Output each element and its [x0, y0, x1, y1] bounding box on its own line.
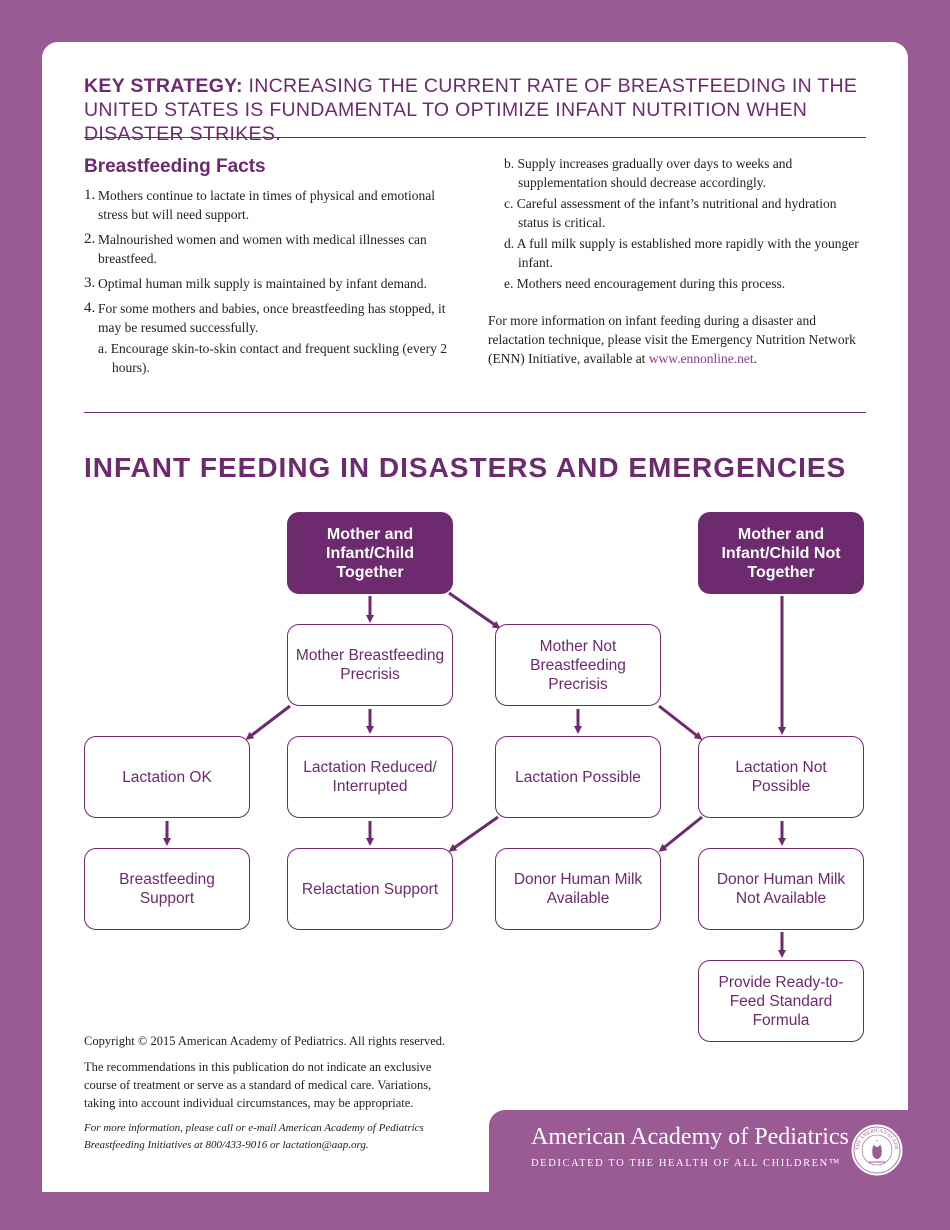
- enn-link[interactable]: www.ennonline.net: [648, 351, 754, 366]
- brand-banner: American Academy of Pediatrics DEDICATED…: [489, 1110, 908, 1192]
- fact-sub-item: d. A full milk supply is established mor…: [504, 236, 859, 270]
- fact-item: 2.Malnourished women and women with medi…: [84, 231, 427, 266]
- box-lactation-not-possible: Lactation Not Possible: [698, 736, 864, 818]
- disclaimer: The recommendations in this publication …: [84, 1060, 432, 1110]
- fact-item: 4.For some mothers and babies, once brea…: [84, 300, 446, 335]
- box-lactation-possible: Lactation Possible: [495, 736, 661, 818]
- arrow: [658, 815, 703, 852]
- key-strategy: KEY STRATEGY: INCREASING THE CURRENT RAT…: [84, 74, 874, 146]
- contact-info: For more information, please call or e-m…: [84, 1122, 424, 1151]
- facts-list: 1.Mothers continue to lactate in times o…: [84, 186, 464, 377]
- fact-sub-item: b. Supply increases gradually over days …: [504, 156, 793, 190]
- fact-item: 3.Optimal human milk supply is maintaine…: [84, 275, 427, 291]
- brand-name: American Academy of Pediatrics: [531, 1124, 849, 1150]
- copyright: Copyright © 2015 American Academy of Ped…: [84, 1034, 446, 1048]
- box-lactation-reduced: Lactation Reduced/ Interrupted: [287, 736, 453, 818]
- key-strategy-text: INCREASING THE CURRENT RATE OF BREASTFEE…: [84, 75, 858, 145]
- page: KEY STRATEGY: INCREASING THE CURRENT RAT…: [42, 42, 908, 1192]
- arrow: [448, 591, 501, 629]
- arrow: [658, 704, 703, 740]
- box-formula: Provide Ready-to-Feed Standard Formula: [698, 960, 864, 1042]
- box-relactation-support: Relactation Support: [287, 848, 453, 930]
- arrow: [448, 815, 499, 852]
- arrow: [245, 704, 291, 740]
- box-together: Mother and Infant/Child Together: [287, 512, 453, 594]
- fact-item: 1.Mothers continue to lactate in times o…: [84, 187, 436, 222]
- divider-middle: [84, 412, 866, 413]
- box-donor-available: Donor Human Milk Available: [495, 848, 661, 930]
- key-strategy-label: KEY STRATEGY:: [84, 75, 243, 97]
- fact-sub-item: c. Careful assessment of the infant’s nu…: [504, 196, 837, 230]
- facts-title: Breastfeeding Facts: [84, 156, 266, 177]
- box-not-together: Mother and Infant/Child Not Together: [698, 512, 864, 594]
- footer-text: Copyright © 2015 American Academy of Ped…: [84, 1032, 454, 1162]
- box-lactation-ok: Lactation OK: [84, 736, 250, 818]
- box-not-bf-precrisis: Mother Not Breastfeeding Precrisis: [495, 624, 661, 706]
- box-bf-precrisis: Mother Breastfeeding Precrisis: [287, 624, 453, 706]
- flowchart-title: INFANT FEEDING IN DISASTERS AND EMERGENC…: [84, 452, 847, 483]
- fact-sub-item: a. Encourage skin-to-skin contact and fr…: [98, 341, 448, 375]
- brand-tagline: DEDICATED TO THE HEALTH OF ALL CHILDREN™: [531, 1158, 841, 1169]
- facts-right-column: b. Supply increases gradually over days …: [488, 154, 866, 368]
- aap-seal-icon: THE AMERICAN ACADEMY OF PEDIATRICS: [849, 1122, 904, 1177]
- divider-top: [84, 137, 866, 138]
- more-info: For more information on infant feeding d…: [488, 313, 856, 366]
- box-bf-support: Breastfeeding Support: [84, 848, 250, 930]
- fact-sub-item: e. Mothers need encouragement during thi…: [504, 276, 786, 291]
- box-donor-not-available: Donor Human Milk Not Available: [698, 848, 864, 930]
